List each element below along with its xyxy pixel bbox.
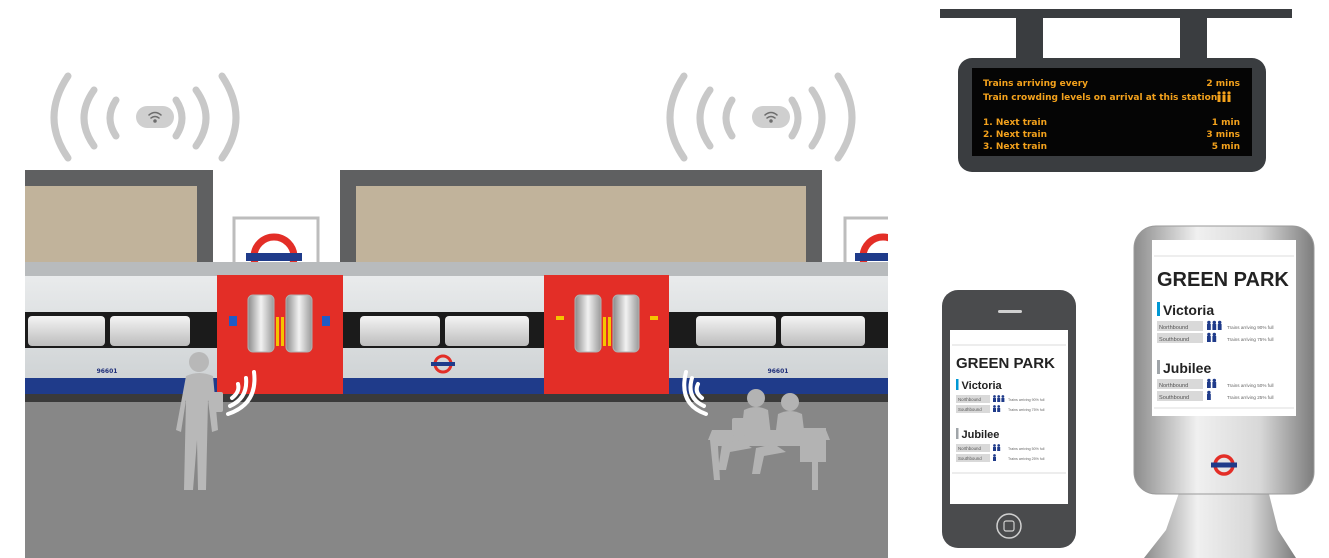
train-window <box>28 316 105 346</box>
crowding-people-icon <box>993 454 996 461</box>
board-crowding-people-icon <box>1217 91 1230 102</box>
train-door-1 <box>217 275 343 394</box>
direction-label: Southbound <box>1159 337 1189 343</box>
crowding-description: Trains arriving 75% full <box>1008 408 1045 412</box>
line-name: Jubilee <box>1163 360 1211 376</box>
phone-station-title: GREEN PARK <box>956 355 1055 372</box>
board-next-value-2: 3 mins <box>1206 130 1240 140</box>
train-window <box>781 316 865 346</box>
platform-scene: 96601 96601 <box>25 170 911 558</box>
board-next-value-3: 5 min <box>1212 142 1240 152</box>
crowding-description: Trains arriving 90% full <box>1008 398 1045 402</box>
board-crowding-label: Train crowding levels on arrival at this… <box>983 93 1217 103</box>
crowding-description: Trains arriving 75% full <box>1227 337 1274 342</box>
car-number-right: 96601 <box>768 368 789 375</box>
direction-label: Northbound <box>958 446 982 451</box>
board-next-label-3: 3. Next train <box>983 142 1047 152</box>
train-roof <box>25 262 888 276</box>
board-next-value-1: 1 min <box>1212 118 1240 128</box>
board-frequency-value: 2 mins <box>1206 79 1240 89</box>
direction-label: Northbound <box>1159 325 1188 331</box>
board-frequency-label: Trains arriving every <box>983 79 1088 89</box>
line-name: Victoria <box>1163 302 1214 318</box>
train-window <box>360 316 440 346</box>
crowding-description: Trains arriving 50% full <box>1227 383 1274 388</box>
line-name: Jubilee <box>962 429 1000 441</box>
phone-speaker <box>998 310 1022 313</box>
crowding-description: Trains arriving 50% full <box>1008 447 1045 451</box>
crowding-people-icon <box>1207 321 1222 330</box>
wall-advert-center <box>356 186 806 266</box>
crowding-people-icon <box>993 395 1004 402</box>
train-window <box>696 316 776 346</box>
train-window <box>445 316 529 346</box>
direction-label: Northbound <box>958 397 982 402</box>
train-door-2 <box>544 275 669 394</box>
line-color-bar <box>1157 360 1160 374</box>
train-windows <box>28 316 865 346</box>
departure-board: Trains arriving every 2 mins Train crowd… <box>940 9 1292 172</box>
line-color-bar <box>956 379 959 390</box>
line-name: Victoria <box>962 380 1003 392</box>
crowding-people-icon <box>1207 391 1211 400</box>
wifi-signal-left <box>54 76 236 158</box>
board-next-label-1: 1. Next train <box>983 118 1047 128</box>
wifi-signal-right <box>670 76 852 158</box>
kiosk-stand <box>1144 490 1296 558</box>
wall-advert-left <box>25 186 197 266</box>
crowding-description: Trains arriving 25% full <box>1008 457 1045 461</box>
crowding-description: Trains arriving 25% full <box>1227 395 1274 400</box>
crowding-description: Trains arriving 90% full <box>1227 325 1274 330</box>
kiosk-station-title: GREEN PARK <box>1157 269 1289 291</box>
line-color-bar <box>1157 302 1160 316</box>
line-color-bar <box>956 428 959 439</box>
board-next-label-2: 2. Next train <box>983 130 1047 140</box>
direction-label: Southbound <box>1159 395 1189 401</box>
direction-label: Northbound <box>1159 383 1188 389</box>
direction-label: Southbound <box>958 407 982 412</box>
direction-label: Southbound <box>958 456 982 461</box>
train-window <box>110 316 190 346</box>
car-number-left: 96601 <box>97 368 118 375</box>
